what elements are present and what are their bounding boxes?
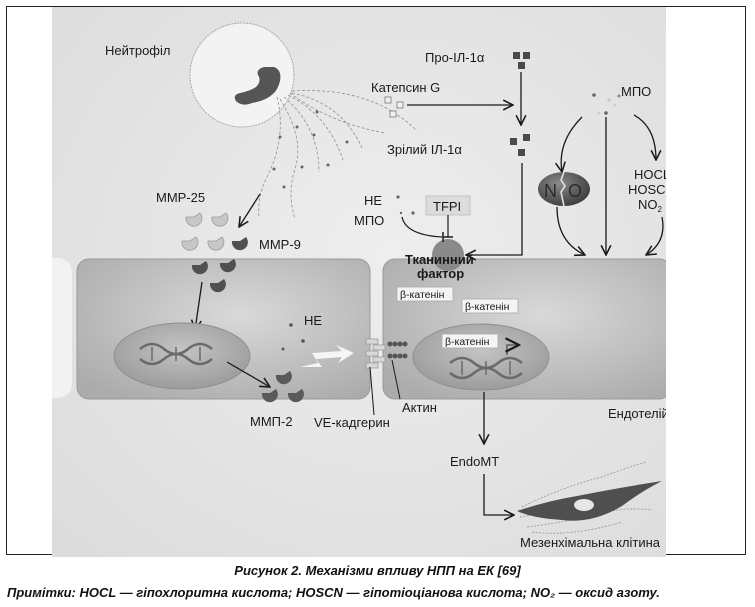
mmp2-enzymes xyxy=(261,371,304,403)
arrow-hocl-to-cell xyxy=(646,216,664,255)
cathepsin-g-squares xyxy=(384,96,404,118)
svg-text:β-катенін: β-катенін xyxy=(465,301,510,313)
arrow-net-to-mmp9 xyxy=(239,193,261,227)
ne-granules xyxy=(281,323,305,351)
inhibition-ne-mpo xyxy=(401,216,443,238)
ve-cadherin-junction xyxy=(365,338,386,369)
transcription-arrow-icon xyxy=(507,345,519,355)
figure-caption-title: Рисунок 2. Механізми впливу НПП на ЕК [6… xyxy=(234,563,521,578)
mpo-mid-label: МПО xyxy=(354,213,384,228)
arrow-endomt-to-mesenchymal xyxy=(483,474,514,515)
diagram: Нейтрофіл MMP-25 MMP-9 ММП-2 НЕ xyxy=(52,7,666,557)
mature-il1a-squares xyxy=(510,134,530,156)
cathepsin-g-label: Катепсин G xyxy=(371,80,440,95)
svg-text:β-катенін: β-катенін xyxy=(445,336,490,348)
mpo-top-label: МПО xyxy=(621,84,651,99)
actin-label: Актин xyxy=(402,400,437,415)
hoscn-label: HOSCN xyxy=(628,182,666,197)
mesenchymal-cell-icon xyxy=(517,461,662,534)
actin-pointer xyxy=(391,359,401,400)
ne-cell-label: НЕ xyxy=(304,313,322,328)
mmp25-enzymes xyxy=(181,212,229,251)
dna-icon xyxy=(139,342,213,366)
neutrophil-label: Нейтрофіл xyxy=(105,43,170,58)
net-fibers xyxy=(258,90,418,220)
mmp25-label: MMP-25 xyxy=(156,190,205,205)
figure-caption-note: Примітки: HOCL — гіпохлоритна кислота; H… xyxy=(7,585,660,600)
mature-il1a-label: Зрілий ІЛ-1α xyxy=(387,142,462,157)
left-partial-cell xyxy=(52,258,72,398)
actin-filaments xyxy=(387,341,408,359)
ve-cadherin-pointer xyxy=(369,366,375,416)
arrow-mpo-to-no xyxy=(561,116,583,172)
neutrophil-cell xyxy=(189,22,295,128)
endomt-label: EndoMT xyxy=(450,454,499,469)
no-molecule-icon: N O xyxy=(538,171,590,207)
mmp9-label: MMP-9 xyxy=(259,237,301,252)
pro-il1a-label: Про-ІЛ-1α xyxy=(425,50,485,65)
svg-text:N: N xyxy=(544,181,557,201)
arrow-mpo-to-hocl xyxy=(633,114,656,160)
arrow-nucleus-to-mmp2 xyxy=(226,361,270,387)
junction-disruption-arrow xyxy=(300,345,354,367)
tissue-factor xyxy=(432,239,464,271)
net-granules xyxy=(272,110,349,189)
arrow-il1a-to-tissue-factor xyxy=(466,163,523,255)
beta-catenin-box-nucleus: β-катенін xyxy=(441,333,499,349)
no2-label: NO2 xyxy=(638,197,663,214)
svg-text:β-катенін: β-катенін xyxy=(400,289,445,301)
mmp2-label: ММП-2 xyxy=(250,414,293,429)
ne-mpo-granules xyxy=(396,195,415,215)
mmp9-enzymes xyxy=(191,237,248,293)
dna-icon-right xyxy=(449,356,523,380)
mesenchymal-cell-label: Мезенхімальна клітина xyxy=(520,535,661,550)
ne-upper-label: НЕ xyxy=(364,193,382,208)
beta-catenin-box-1: β-катенін xyxy=(396,286,454,302)
mpo-granules xyxy=(592,93,621,115)
ve-cadherin-label: VE-кадгерин xyxy=(314,415,390,430)
arrow-mmp9-to-nucleus xyxy=(195,281,203,330)
tissue-factor-label-2: фактор xyxy=(417,266,464,281)
neutrophil-nucleus xyxy=(234,67,281,105)
beta-catenin-box-2: β-катенін xyxy=(461,298,519,314)
pro-il1a-squares xyxy=(513,52,530,69)
tfpi-label: TFPI xyxy=(433,199,461,214)
endothelium-label: Ендотелій xyxy=(608,406,666,421)
hocl-label: HOCL xyxy=(634,167,666,182)
svg-text:O: O xyxy=(568,181,582,201)
tissue-factor-label-1: Тканинний xyxy=(405,252,474,267)
arrow-no-to-cell xyxy=(556,206,585,255)
